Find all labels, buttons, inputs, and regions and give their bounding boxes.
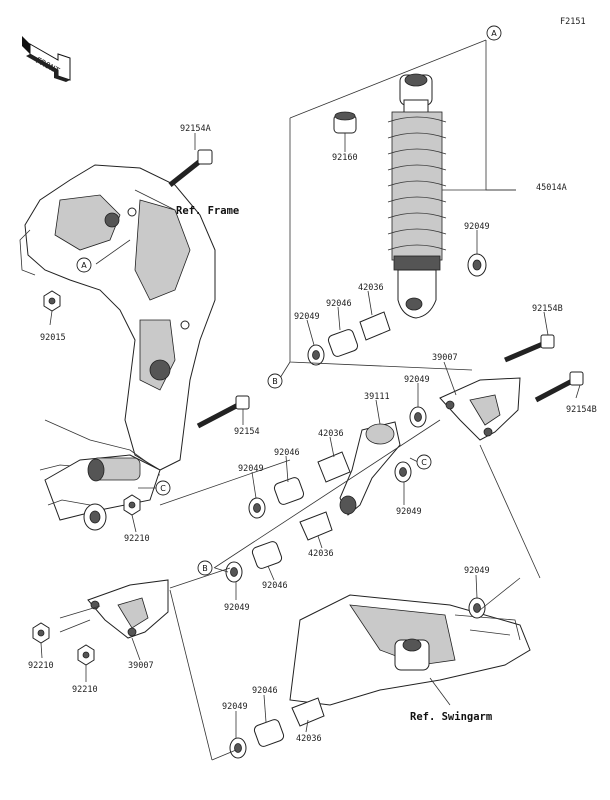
washer-92049-top xyxy=(467,253,487,277)
part-label-42036-mid: 42036 xyxy=(318,429,344,439)
part-label-42036-bottom: 42036 xyxy=(296,734,322,744)
part-label-92160: 92160 xyxy=(332,153,358,163)
bolt-92154 xyxy=(196,395,250,429)
part-label-92049-topleft: 92049 xyxy=(294,312,320,322)
part-label-39007-low: 39007 xyxy=(128,661,154,671)
svg-text:B: B xyxy=(202,564,208,573)
washer-92049-bottom xyxy=(229,737,247,759)
svg-text:C: C xyxy=(421,458,427,467)
bolt-92154A xyxy=(168,149,213,187)
part-label-92154B-right: 92154B xyxy=(566,405,597,415)
part-label-42036-low: 42036 xyxy=(308,549,334,559)
ref-frame-label: Ref. Frame xyxy=(176,205,239,217)
nut-92210-left xyxy=(32,622,50,644)
washer-92049-low xyxy=(225,561,243,583)
part-label-45014A: 45014A xyxy=(536,183,567,193)
part-label-92046-bottom: 92046 xyxy=(252,686,278,696)
callout-b-shock: B xyxy=(267,373,283,389)
rocker-arm-39007-top xyxy=(439,377,521,441)
leader-lines xyxy=(40,133,581,761)
bush-92046-bottom xyxy=(253,719,285,747)
washer-92049-c xyxy=(394,461,412,483)
frame-casting xyxy=(19,164,216,531)
bush-92046-mid xyxy=(273,477,305,505)
callout-a-left: A xyxy=(76,257,92,273)
part-label-92154B-top: 92154B xyxy=(532,304,563,314)
part-label-92046-low: 92046 xyxy=(262,581,288,591)
bolt-92154B-top xyxy=(504,334,555,363)
part-label-92154: 92154 xyxy=(234,427,260,437)
part-label-92015: 92015 xyxy=(40,333,66,343)
part-number-labels: 92154A 92160 45014A 92049 42036 92046 92… xyxy=(28,124,597,744)
shock-spring xyxy=(387,116,447,251)
washer-92049-mid xyxy=(409,406,427,428)
rocker-arm-39007-low xyxy=(87,579,169,639)
part-label-92049-mid: 92049 xyxy=(404,375,430,385)
part-label-92049-bottom: 92049 xyxy=(222,702,248,712)
bush-92046-low xyxy=(251,541,283,569)
svg-text:A: A xyxy=(81,261,87,270)
nut-92015 xyxy=(43,290,61,312)
washer-92049-right xyxy=(468,597,486,619)
part-label-92154A: 92154A xyxy=(180,124,211,134)
bolt-92154B-right xyxy=(534,371,584,403)
tie-rod-39111 xyxy=(339,421,401,516)
part-label-92049-low: 92049 xyxy=(224,603,250,613)
sleeve-42036-low xyxy=(299,511,333,541)
ref-swingarm-label: Ref. Swingarm xyxy=(410,711,492,723)
svg-text:A: A xyxy=(491,29,497,38)
svg-text:B: B xyxy=(272,377,278,386)
sleeve-42036-top xyxy=(359,311,391,341)
callout-b-link: B xyxy=(197,560,213,576)
part-label-42036-top: 42036 xyxy=(358,283,384,293)
part-label-92049-top: 92049 xyxy=(464,222,490,232)
part-label-39111: 39111 xyxy=(364,392,390,402)
collar-92160 xyxy=(333,111,357,134)
diagram-code: F2151 xyxy=(560,17,586,27)
nut-92210-mid xyxy=(123,494,141,516)
front-arrow-icon: FRONT xyxy=(22,36,71,82)
part-label-92049-left: 92049 xyxy=(238,464,264,474)
callout-c-frame: C xyxy=(155,480,171,496)
part-label-92049-c: 92049 xyxy=(396,507,422,517)
shock-absorber xyxy=(387,73,447,319)
part-label-92210-low: 92210 xyxy=(72,685,98,695)
sleeve-42036-bottom xyxy=(291,697,325,727)
callout-c-link: C xyxy=(416,454,432,470)
part-label-92049-right: 92049 xyxy=(464,566,490,576)
part-label-39007-top: 39007 xyxy=(432,353,458,363)
svg-text:C: C xyxy=(160,484,166,493)
nut-92210-low xyxy=(77,644,95,666)
bush-92046-top xyxy=(327,329,359,357)
part-label-92046-top: 92046 xyxy=(326,299,352,309)
callout-a-top: A xyxy=(486,25,502,41)
washer-92049-topleft xyxy=(307,344,325,366)
swingarm xyxy=(289,594,531,706)
part-label-92046-mid: 92046 xyxy=(274,448,300,458)
washer-92049-left xyxy=(248,497,266,519)
part-label-92210-left: 92210 xyxy=(28,661,54,671)
part-label-92210-mid: 92210 xyxy=(124,534,150,544)
